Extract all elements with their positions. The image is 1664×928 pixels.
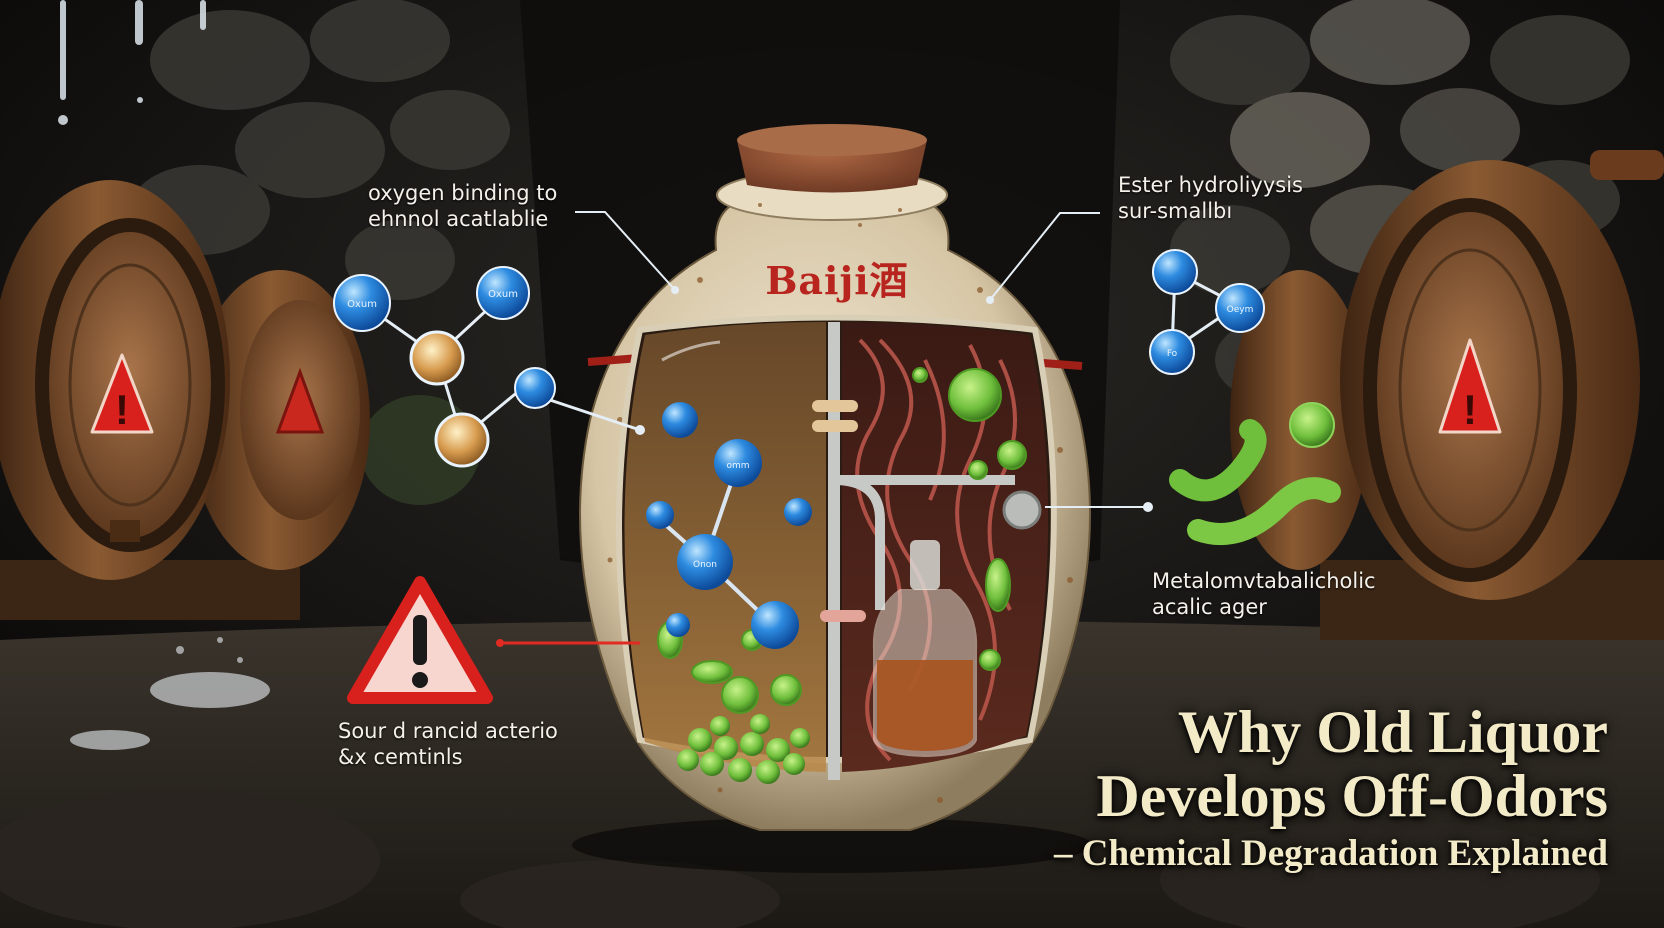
- bottle-icon: [872, 540, 978, 758]
- annotation-line: acalic ager: [1152, 595, 1267, 619]
- oxygen-molecule-cluster: Oxum Oxum: [333, 266, 645, 468]
- annotation-line: Ester hydroliyysis: [1118, 173, 1304, 197]
- warning-icon: [347, 576, 493, 704]
- jar-molecules: omm Onon: [646, 402, 812, 649]
- leader-lines: [575, 211, 1148, 508]
- annotation-ester-hydrolysis: Ester hydroliyysis sur-smallbı: [1118, 172, 1303, 224]
- annotation-line: &x cemtinls: [338, 745, 463, 769]
- annotation-line: oxygen binding to: [368, 181, 558, 205]
- right-bacteria: [1169, 402, 1341, 546]
- svg-text:!: !: [115, 386, 129, 433]
- jar-bacteria: [657, 367, 1027, 714]
- annotation-line: sur-smallbı: [1118, 199, 1233, 223]
- annotation-sour-rancid: Sour d rancid acterio &x cemtinls: [338, 718, 558, 770]
- annotation-metabolic: Metalomvtabalicholic acalic ager: [1152, 568, 1376, 620]
- jar-molecule-label-2: Onon: [693, 560, 717, 570]
- title-subtitle: – Chemical Degradation Explained: [1054, 833, 1608, 874]
- title-line-1: Why Old Liquor: [1177, 699, 1608, 765]
- ester-molecule-cluster: Oeym Fo: [1149, 249, 1265, 375]
- annotation-line: ehnnol acatlablie: [368, 207, 549, 231]
- jar-brand-label: Baiji酒: [765, 258, 909, 303]
- annotation-oxygen-binding: oxygen binding to ehnnol acatlablie: [368, 180, 557, 232]
- baijiu-jar: omm Onon: [572, 124, 1092, 873]
- annotation-line: Metalomvtabalicholic: [1152, 569, 1376, 593]
- title-line-2: Develops Off-Odors: [1096, 763, 1608, 829]
- right-barrel-warning-icon: !: [1438, 338, 1502, 434]
- jar-molecule-label-1: omm: [726, 461, 749, 471]
- water-drips: [58, 0, 206, 125]
- right-molecule-label-1: Oeym: [1227, 305, 1254, 315]
- left-molecule-label-2: Oxum: [488, 289, 518, 300]
- right-molecule-label-2: Fo: [1167, 349, 1178, 359]
- barrel-warning-icon: !: [90, 353, 154, 434]
- annotation-line: Sour d rancid acterio: [338, 719, 558, 743]
- left-molecule-label-1: Oxum: [347, 299, 377, 310]
- svg-text:!: !: [1463, 386, 1477, 433]
- page-title: Why Old Liquor Develops Off-Odors – Chem…: [1054, 700, 1608, 878]
- sediment-bacteria: [677, 714, 810, 784]
